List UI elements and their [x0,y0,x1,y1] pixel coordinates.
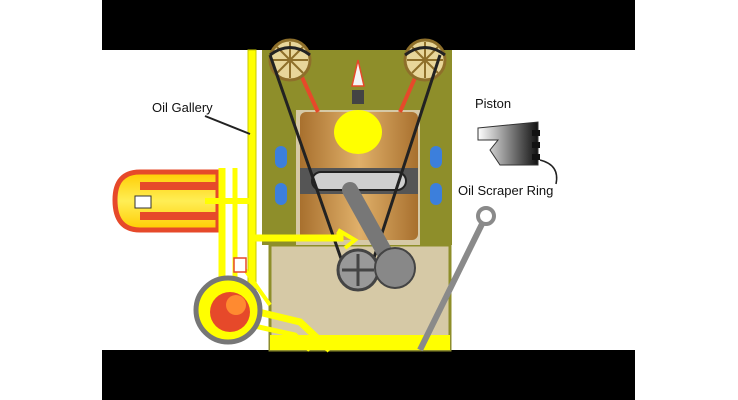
oil-scraper-ring-illustration [477,121,539,166]
oil-filter-element-top [140,182,218,190]
bottom-letterbox-bar [102,350,635,400]
oil-gallery-leader [204,115,251,135]
coolant-passage-left-top [275,146,287,168]
dipstick-rod [417,222,485,352]
intake-cam-spokes [272,42,308,78]
oil-filter-element-bottom [140,212,218,220]
coolant-passage-right-top [430,146,442,168]
ring-groove-2 [532,142,540,148]
spark-plug-tip [351,59,365,87]
timing-chain [268,46,446,271]
oil-scraper-ring-label: Oil Scraper Ring [458,183,553,198]
ring-groove-1 [532,130,540,136]
combustion-chamber [334,110,382,154]
oil-filter-relief-spring [134,195,152,209]
exhaust-cam-spokes [407,42,443,78]
coolant-passage-left-bottom [275,183,287,205]
ring-groove-3 [532,154,540,160]
top-letterbox-bar [102,0,635,50]
oil-pump-inner-gear [226,295,246,315]
oil-gallery-crank-feed [252,232,344,242]
pressure-relief-valve [233,257,247,273]
piston-label: Piston [475,96,511,111]
crank-counterweight [374,247,416,289]
crankshaft-gear-spokes [342,254,374,286]
coolant-passage-right-bottom [430,183,442,205]
oil-gallery-label: Oil Gallery [152,100,213,115]
spark-plug [352,90,364,104]
dipstick-handle [476,206,496,226]
big-end-oil-feed [336,228,359,250]
oil-gallery-vertical [247,49,257,301]
piston-pin [311,171,407,191]
pickup-line-outer [249,322,312,352]
oil-filter-housing [112,169,221,233]
scraper-ring-leader [539,159,558,185]
pickup-line [249,306,333,353]
